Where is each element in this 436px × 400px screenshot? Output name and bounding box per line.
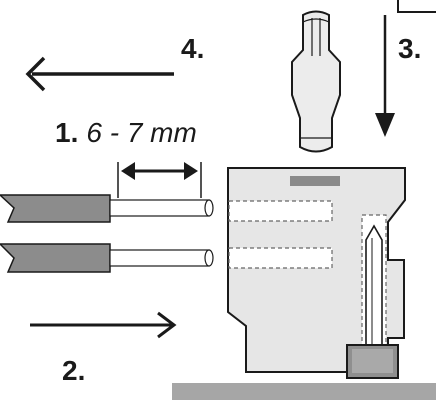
wire-insulation xyxy=(0,243,111,273)
release-button-face xyxy=(352,349,393,373)
strip-length: 6 - 7 mm xyxy=(86,117,196,148)
corner-frame xyxy=(397,0,436,13)
step-1-label: 1. 6 - 7 mm xyxy=(55,117,197,148)
base-plate xyxy=(172,383,436,400)
left-arrow-icon xyxy=(25,56,174,92)
wire-upper xyxy=(0,194,214,223)
wire-insulation xyxy=(0,194,111,223)
step-3-label: 3. xyxy=(398,33,421,64)
screwdriver-top-curve xyxy=(302,18,330,23)
wire-conductor xyxy=(109,249,210,267)
down-arrow-icon xyxy=(375,15,395,137)
wire-channel-lower xyxy=(228,247,333,269)
screwdriver-icon xyxy=(291,10,341,153)
wire-conductor xyxy=(109,199,210,217)
step-4-label: 4. xyxy=(181,33,204,64)
wire-tip xyxy=(204,199,214,217)
terminal-block xyxy=(227,167,406,379)
screwdriver-blade xyxy=(291,10,341,153)
double-arrow-icon xyxy=(121,162,198,180)
right-arrow-icon xyxy=(30,311,177,339)
step-1-number: 1. xyxy=(55,117,78,148)
wire-lower xyxy=(0,243,214,273)
terminal-slot xyxy=(290,176,340,186)
wire-tip xyxy=(204,249,214,267)
spring-clamp xyxy=(365,224,383,346)
wire-channel-upper xyxy=(228,200,333,222)
step-2-label: 2. xyxy=(62,355,85,386)
